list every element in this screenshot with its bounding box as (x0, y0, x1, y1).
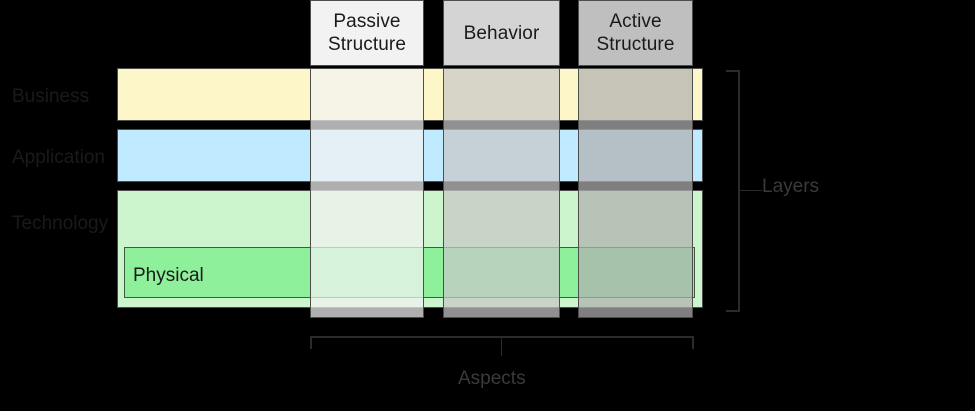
layers-bracket-spine (738, 70, 740, 312)
layers-bracket-label: Layers (762, 176, 820, 197)
aspects-bracket-left-hook (310, 336, 312, 349)
aspects-bracket-pointer (501, 338, 502, 356)
aspect-header-line1: Active (609, 11, 662, 32)
aspect-band-passive-structure[interactable] (310, 68, 424, 318)
aspect-header-active-structure[interactable]: Active Structure (578, 0, 693, 66)
aspect-header-line1: Behavior (463, 22, 540, 44)
aspect-header-line2: Structure (596, 34, 675, 55)
aspects-bracket-spine (310, 336, 694, 338)
layers-bracket-pointer (740, 190, 762, 191)
layer-label-physical: Physical (133, 265, 204, 286)
aspects-bracket (308, 332, 696, 362)
layers-bracket-top-hook (726, 70, 740, 72)
aspect-header-line1: Passive (333, 11, 401, 32)
layers-bracket-bottom-hook (726, 310, 740, 312)
layer-label-business: Business (12, 86, 90, 107)
layers-bracket (718, 64, 762, 314)
aspects-bracket-label: Aspects (458, 368, 526, 389)
aspects-bracket-right-hook (692, 336, 694, 349)
layer-label-technology: Technology (12, 213, 109, 234)
aspect-band-active-structure[interactable] (578, 68, 693, 318)
aspect-header-passive-structure[interactable]: Passive Structure (310, 0, 424, 66)
aspect-header-line2: Structure (328, 34, 406, 55)
aspect-band-behavior[interactable] (443, 68, 560, 318)
layer-label-application: Application (12, 147, 105, 168)
aspect-header-behavior[interactable]: Behavior (443, 0, 560, 66)
